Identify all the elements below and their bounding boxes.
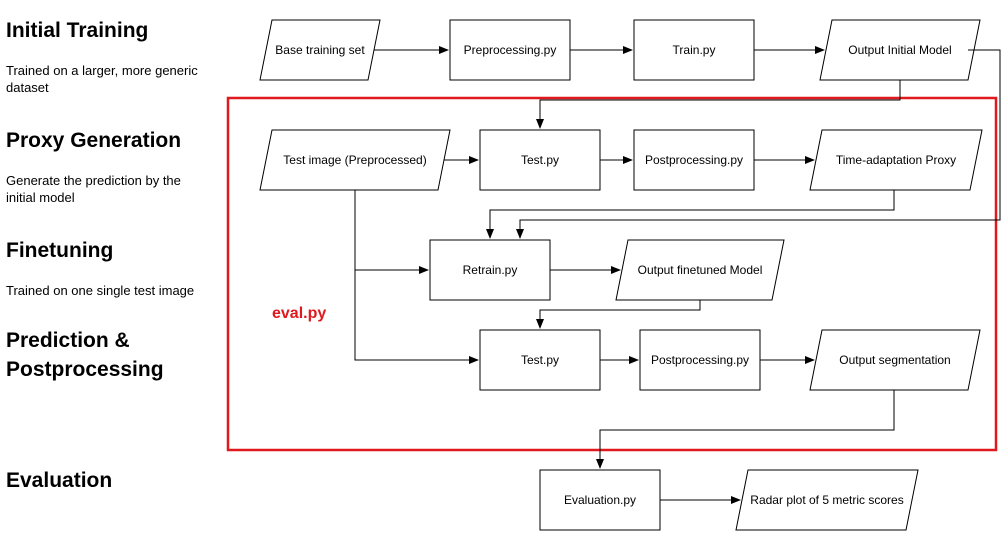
stage-title-proxy-generation: Proxy Generation bbox=[6, 129, 182, 152]
edge-segmentation-to-evaluation bbox=[596, 390, 895, 469]
node-train: Train.py bbox=[633, 19, 755, 81]
edge-proxy-to-retrain bbox=[486, 190, 895, 239]
stage-desc-proxy-generation: Generate the prediction by the initial m… bbox=[6, 173, 181, 205]
node-time-adaptation-proxy: Time-adaptation Proxy bbox=[809, 129, 983, 191]
node-test-2: Test.py bbox=[479, 329, 601, 391]
node-radar-plot-label: Radar plot of 5 metric scores bbox=[750, 493, 903, 507]
stage-title-prediction: Prediction & Postprocessing bbox=[6, 329, 164, 381]
node-output-segmentation-label: Output segmentation bbox=[839, 353, 950, 367]
stage-title-finetuning: Finetuning bbox=[6, 239, 114, 262]
node-time-adaptation-proxy-label: Time-adaptation Proxy bbox=[836, 153, 956, 167]
stage-title-evaluation: Evaluation bbox=[6, 469, 113, 492]
node-postprocessing-2: Postprocessing.py bbox=[639, 329, 761, 391]
node-radar-plot: Radar plot of 5 metric scores bbox=[735, 469, 919, 531]
node-preprocessing: Preprocessing.py bbox=[449, 19, 571, 81]
node-test-2-label: Test.py bbox=[521, 353, 559, 367]
edge-test-image-to-retrain bbox=[354, 190, 429, 274]
node-output-initial-model: Output Initial Model bbox=[819, 19, 981, 81]
node-base-training-set: Base training set bbox=[259, 19, 381, 81]
node-output-initial-model-label: Output Initial Model bbox=[848, 43, 951, 57]
node-test-image: Test image (Preprocessed) bbox=[259, 129, 451, 191]
node-output-finetuned-model: Output finetuned Model bbox=[615, 239, 785, 301]
node-test-1-label: Test.py bbox=[521, 153, 559, 167]
node-output-segmentation: Output segmentation bbox=[809, 329, 981, 391]
node-train-label: Train.py bbox=[673, 43, 716, 57]
node-postprocessing-2-label: Postprocessing.py bbox=[651, 353, 749, 367]
stage-title-initial-training: Initial Training bbox=[6, 19, 149, 42]
node-retrain-label: Retrain.py bbox=[463, 263, 518, 277]
node-retrain: Retrain.py bbox=[429, 239, 551, 301]
stage-desc-initial-training: Trained on a larger, more generic datase… bbox=[6, 63, 198, 95]
node-base-training-set-label: Base training set bbox=[275, 43, 365, 57]
node-postprocessing-1-label: Postprocessing.py bbox=[645, 153, 743, 167]
edge-initial-model-to-retrain bbox=[516, 49, 1001, 239]
eval-region-box bbox=[226, 96, 998, 452]
edge-test-image-to-test-2 bbox=[354, 270, 479, 364]
eval-box-label: eval.py bbox=[272, 305, 327, 322]
node-postprocessing-1: Postprocessing.py bbox=[633, 129, 755, 191]
node-evaluation: Evaluation.py bbox=[539, 469, 661, 531]
node-test-image-label: Test image (Preprocessed) bbox=[283, 153, 426, 167]
edge-initial-model-to-test bbox=[536, 80, 901, 129]
edge-finetuned-to-test-2 bbox=[536, 300, 701, 329]
node-test-1: Test.py bbox=[479, 129, 601, 191]
stage-desc-finetuning: Trained on one single test image bbox=[6, 283, 195, 298]
node-output-finetuned-model-label: Output finetuned Model bbox=[638, 263, 763, 277]
node-preprocessing-label: Preprocessing.py bbox=[464, 43, 557, 57]
node-evaluation-label: Evaluation.py bbox=[564, 493, 636, 507]
